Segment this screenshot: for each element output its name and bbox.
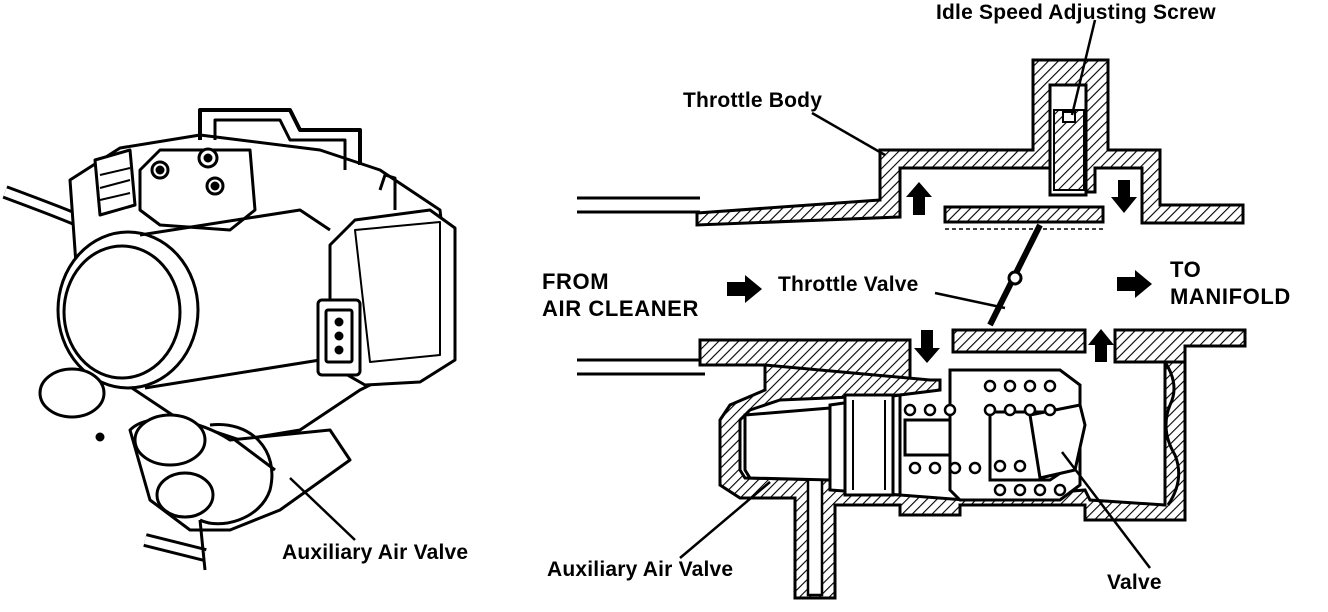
aux-air-valve-left-leader: [289, 477, 356, 541]
from-label: FROM: [542, 269, 610, 294]
throttle-body-label: Throttle Body: [683, 89, 823, 112]
throttle-body-leader: [811, 111, 886, 157]
auxiliary-air-valve-right-label: Auxiliary Air Valve: [547, 558, 734, 581]
idle-screw-leader: [1070, 19, 1097, 116]
to-label: TO: [1170, 257, 1202, 282]
valve-label: Valve: [1107, 571, 1162, 594]
arrow-down-icon: [1111, 180, 1137, 213]
manifold-label: MANIFOLD: [1170, 284, 1291, 309]
air-cleaner-label: AIR CLEANER: [542, 296, 699, 321]
arrow-right-icon: [727, 275, 762, 303]
idle-speed-adjusting-screw-label: Idle Speed Adjusting Screw: [936, 1, 1216, 24]
airflow-arrows: [727, 180, 1152, 363]
auxiliary-air-valve-left-label: Auxiliary Air Valve: [282, 541, 469, 564]
leader-lines: [679, 19, 1151, 569]
aux-air-valve-right-leader: [679, 481, 771, 559]
throttle-valve-label: Throttle Valve: [778, 273, 919, 296]
arrow-up-icon: [906, 182, 932, 215]
arrow-right-icon: [1117, 270, 1152, 298]
throttle-body-section: [577, 58, 1247, 600]
throttle-valve-leader: [934, 291, 1006, 310]
throttle-body-illustration: [2, 108, 457, 571]
arrow-up-icon: [1088, 329, 1114, 362]
arrow-down-icon: [914, 330, 940, 363]
valve-leader: [1061, 451, 1151, 569]
